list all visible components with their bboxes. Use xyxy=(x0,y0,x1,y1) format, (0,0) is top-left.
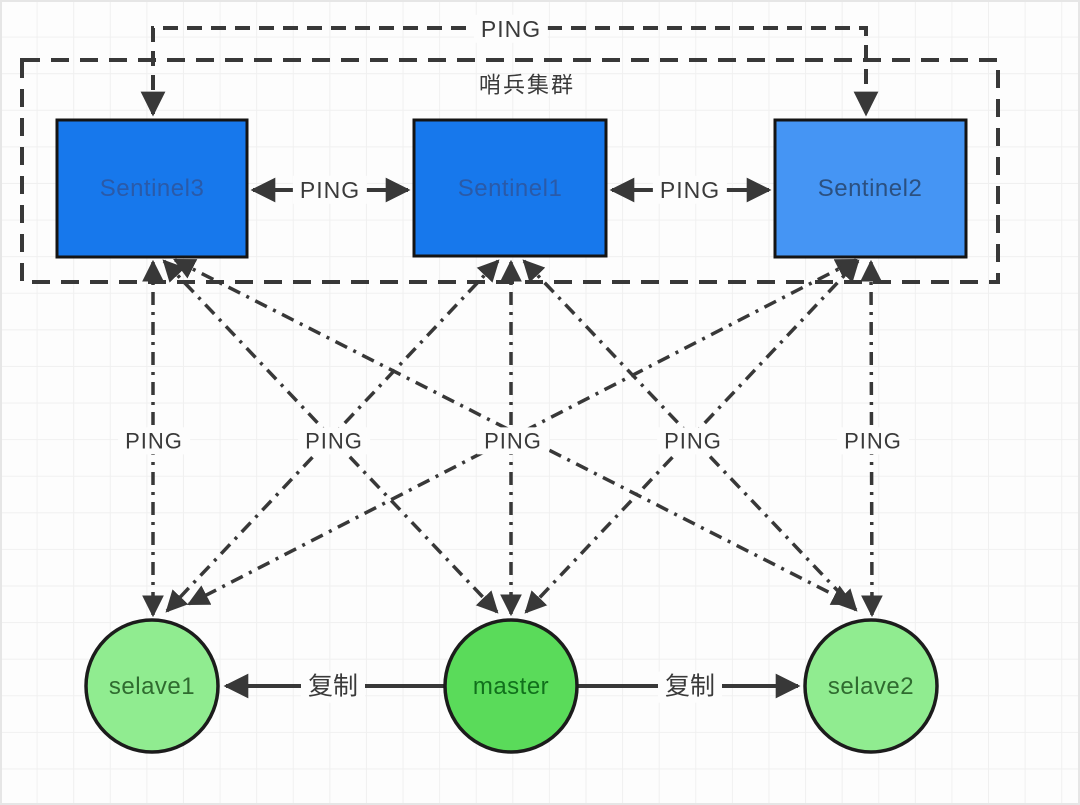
sentinel1-label: Sentinel1 xyxy=(457,175,563,203)
sentinel-cluster-title: 哨兵集群 xyxy=(478,72,576,98)
ping-label-s3-s1: PING xyxy=(292,175,368,205)
slave2-circle xyxy=(803,618,939,754)
sentinel2-box xyxy=(773,118,968,259)
monitor-ping-label-4: PING xyxy=(657,427,729,455)
replicate-label-left: 复制 xyxy=(300,671,366,703)
slave1-label: selave1 xyxy=(108,673,196,701)
monitor-ping-label-1: PING xyxy=(118,427,190,455)
replicate-label-right: 复制 xyxy=(657,671,723,703)
master-label: master xyxy=(472,673,550,701)
monitor-ping-label-3: PING xyxy=(477,427,549,455)
monitor-ping-label-5: PING xyxy=(837,427,909,455)
sentinel3-box xyxy=(55,118,249,259)
master-circle xyxy=(443,618,579,754)
ping-label-s1-s2: PING xyxy=(652,175,728,205)
top-ping-label: PING xyxy=(473,14,549,44)
sentinel2-label: Sentinel2 xyxy=(817,175,923,203)
sentinel1-box xyxy=(412,118,608,258)
slave2-label: selave2 xyxy=(827,673,915,701)
slave1-circle xyxy=(84,618,220,754)
monitor-ping-label-2: PING xyxy=(298,427,370,455)
sentinel3-label: Sentinel3 xyxy=(99,175,205,203)
